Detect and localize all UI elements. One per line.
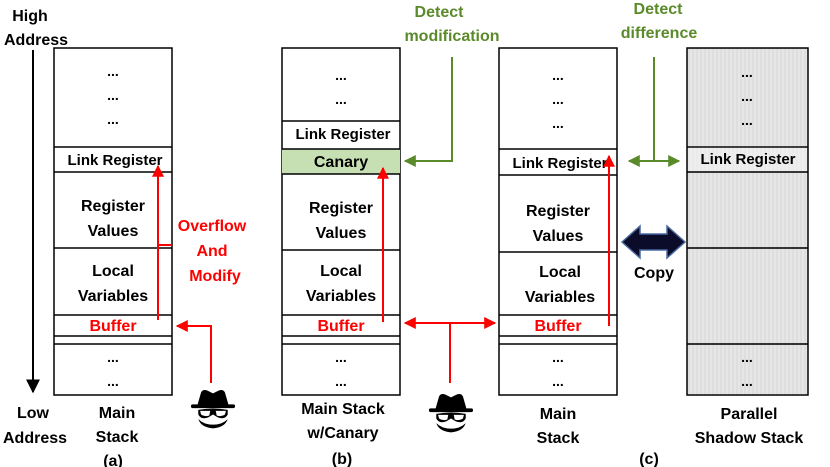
local-variables-cell-2: Variables	[306, 288, 376, 305]
local-variables-cell-1: Local	[320, 263, 362, 280]
high-address-label-1: High	[12, 8, 48, 25]
overflow-annotation-3: Modify	[189, 268, 241, 285]
ellipsis: ...	[741, 64, 753, 80]
buffer-cell: Buffer	[534, 318, 581, 335]
ellipsis: ...	[552, 91, 564, 107]
link-register-cell: Link Register	[512, 155, 607, 172]
detect-modification-arrow	[403, 57, 453, 167]
panel-a-caption-1: Main	[99, 405, 135, 422]
ellipsis: ...	[741, 88, 753, 104]
ellipsis: ...	[741, 112, 753, 128]
attack-arrow-a	[175, 320, 212, 383]
panel-b-caption-2: w/Canary	[306, 425, 378, 442]
ellipsis: ...	[552, 67, 564, 83]
ellipsis: ...	[107, 111, 119, 127]
ellipsis: ...	[552, 115, 564, 131]
high-address-label-2: Address	[4, 32, 68, 49]
panel-c-caption-1: Main	[540, 406, 576, 423]
local-variables-cell-1: Local	[92, 263, 134, 280]
ellipsis: ...	[552, 349, 564, 365]
register-values-cell-2: Values	[88, 223, 139, 240]
panel-a-main-stack: ... ... ... Link Register Register Value…	[53, 47, 173, 396]
ellipsis: ...	[741, 373, 753, 389]
shadow-caption-2: Shadow Stack	[695, 430, 804, 447]
copy-label: Copy	[634, 265, 674, 282]
ellipsis: ...	[335, 349, 347, 365]
copy-arrow-icon	[620, 224, 687, 260]
local-variables-cell-2: Variables	[525, 289, 595, 306]
link-register-cell: Link Register	[295, 126, 390, 143]
detect-modification-label-2: modification	[404, 28, 499, 45]
register-values-cell-1: Register	[309, 200, 373, 217]
attacker-icon	[428, 393, 474, 433]
panel-a-caption-2: Stack	[96, 429, 139, 446]
overflow-annotation-2: And	[196, 243, 227, 260]
panel-c-label: (c)	[639, 451, 659, 467]
buffer-cell: Buffer	[89, 318, 136, 335]
ellipsis: ...	[107, 87, 119, 103]
local-variables-cell-2: Variables	[78, 288, 148, 305]
register-values-cell-2: Values	[533, 228, 584, 245]
ellipsis: ...	[335, 67, 347, 83]
address-axis: High Address Low Address	[3, 8, 68, 447]
ellipsis: ...	[107, 373, 119, 389]
ellipsis: ...	[741, 349, 753, 365]
panel-b-canary-stack: ... ... Link Register Canary Register Va…	[281, 47, 401, 396]
ellipsis: ...	[335, 91, 347, 107]
shadow-caption-1: Parallel	[721, 406, 778, 423]
panel-c-caption-2: Stack	[537, 430, 580, 447]
panel-b-label: (b)	[332, 451, 352, 467]
ellipsis: ...	[107, 349, 119, 365]
shadow-link-register-cell: Link Register	[700, 151, 795, 168]
detect-modification-label-1: Detect	[415, 4, 465, 21]
panel-b-caption-1: Main Stack	[301, 401, 385, 418]
parallel-shadow-stack: ... ... ... Link Register ... ...	[686, 47, 809, 396]
low-address-label-1: Low	[17, 405, 50, 422]
ellipsis: ...	[552, 373, 564, 389]
canary-cell: Canary	[314, 154, 368, 171]
panel-a-label: (a)	[103, 453, 123, 467]
panel-c-main-stack: ... ... ... Link Register Register Value…	[498, 47, 618, 396]
ellipsis: ...	[107, 63, 119, 79]
register-values-cell-1: Register	[526, 203, 590, 220]
attacker-icon	[190, 389, 236, 429]
ellipsis: ...	[335, 373, 347, 389]
register-values-cell-2: Values	[316, 225, 367, 242]
buffer-cell: Buffer	[317, 318, 364, 335]
register-values-cell-1: Register	[81, 198, 145, 215]
overflow-annotation-1: Overflow	[178, 218, 247, 235]
detect-difference-label-2: difference	[621, 25, 698, 42]
low-address-label-2: Address	[3, 430, 67, 447]
local-variables-cell-1: Local	[539, 264, 581, 281]
detect-difference-label-1: Detect	[634, 1, 684, 18]
link-register-cell: Link Register	[67, 152, 162, 169]
